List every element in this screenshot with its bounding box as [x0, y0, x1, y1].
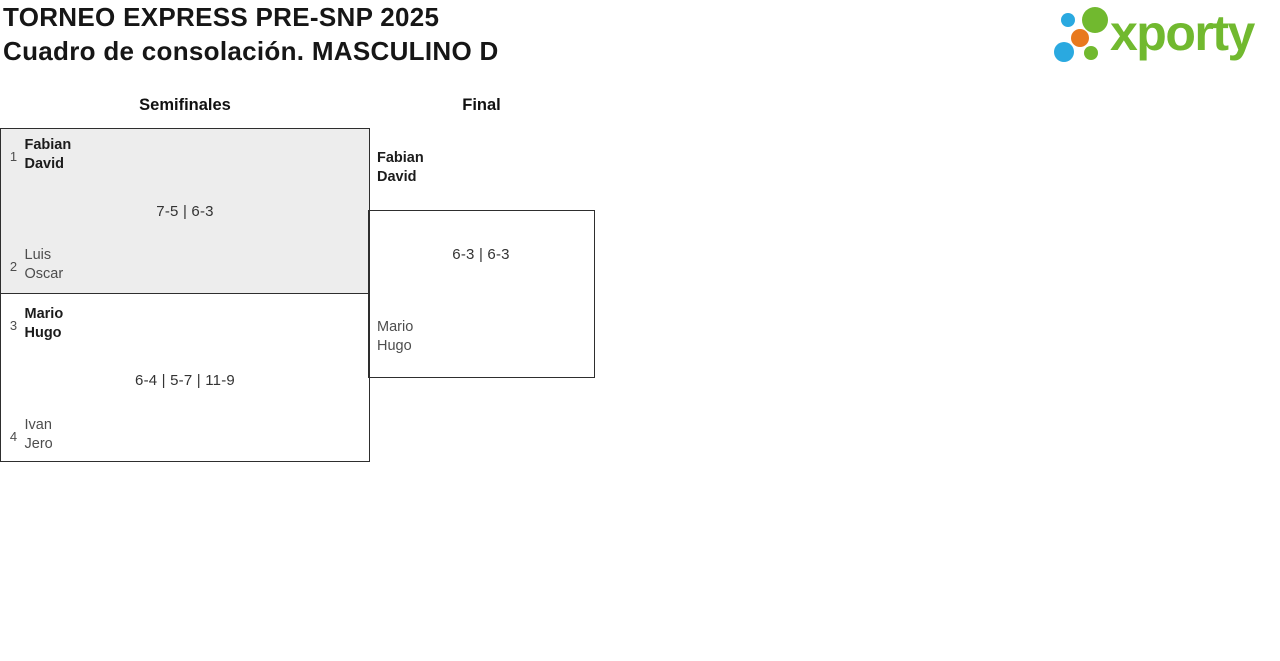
semifinal-2-match-box[interactable]: 3 Mario Hugo 6-4 | 5-7 | 11-9 4 Ivan Jer… [0, 292, 370, 462]
player-name: Mario [24, 305, 64, 322]
team-mario-hugo: Mario Hugo [25, 305, 64, 343]
final-match-score: 6-3 | 6-3 [452, 246, 510, 263]
player-name: Fabian [377, 150, 424, 166]
round-header-final: Final [462, 96, 501, 114]
player-name: Ivan [24, 416, 52, 433]
final-team-mario-hugo: Mario Hugo [377, 318, 413, 356]
player-name: David [377, 169, 417, 185]
match-score: 7-5 | 6-3 [156, 203, 214, 220]
team-ivan-jero: Ivan Jero [25, 416, 53, 454]
xporty-logo[interactable]: xporty [1048, 0, 1280, 72]
player-name: Fabian [24, 137, 72, 153]
logo-dot-blue-small-icon [1061, 13, 1075, 27]
player-name: Luis [24, 247, 52, 263]
player-name: Oscar [24, 266, 64, 282]
bracket-subtitle: Cuadro de consolación. MASCULINO D [3, 35, 499, 66]
player-name: David [24, 156, 65, 172]
round-header-semifinales: Semifinales [139, 96, 231, 114]
player-name: Jero [24, 435, 53, 452]
final-team-fabian-david: Fabian David [377, 149, 424, 187]
final-match-box[interactable] [367, 210, 595, 378]
logo-dot-blue-large-icon [1054, 42, 1074, 62]
player-name: Mario [377, 319, 414, 335]
team-fabian-david: Fabian David [25, 136, 72, 174]
page-title: TORNEO EXPRESS PRE-SNP 2025 Cuadro de co… [3, 1, 499, 68]
logo-wordmark: xporty [1110, 5, 1255, 61]
semifinal-1-match-box[interactable]: 1 Fabian David 7-5 | 6-3 2 Luis Oscar [0, 128, 370, 294]
match-score: 6-4 | 5-7 | 11-9 [135, 371, 235, 389]
seed-number: 4 [9, 428, 18, 444]
seed-number: 2 [9, 259, 18, 274]
logo-dot-orange-icon [1071, 29, 1089, 47]
tournament-title: TORNEO EXPRESS PRE-SNP 2025 [3, 2, 440, 32]
logo-dot-green-large-icon [1082, 7, 1108, 33]
seed-number: 3 [9, 317, 18, 333]
player-name: Hugo [24, 324, 62, 341]
seed-number: 1 [9, 149, 18, 164]
logo-dot-green-small-icon [1084, 46, 1098, 60]
player-name: Hugo [377, 338, 412, 354]
team-luis-oscar: Luis Oscar [25, 246, 64, 284]
